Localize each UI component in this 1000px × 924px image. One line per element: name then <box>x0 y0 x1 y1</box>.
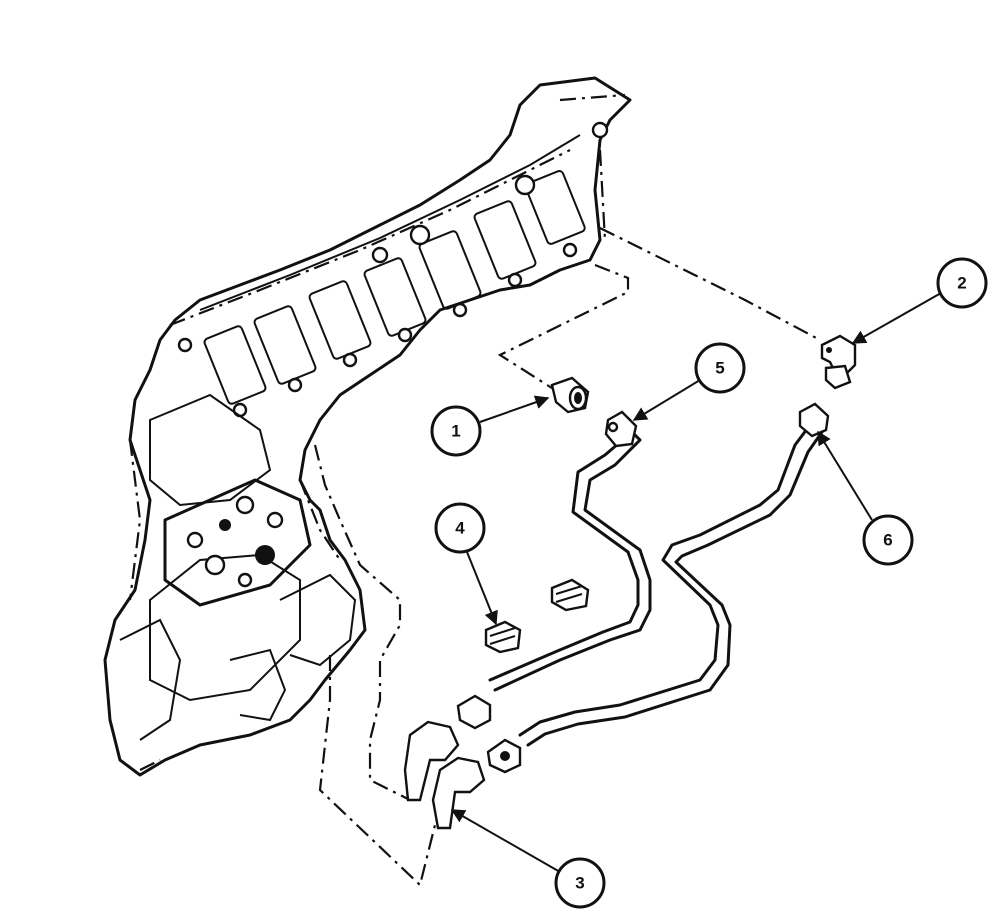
adapter-fitting-1 <box>550 376 590 414</box>
callout-1: 1 <box>430 395 550 457</box>
callout-5-label: 5 <box>715 359 724 378</box>
callout-3-label: 3 <box>575 874 584 893</box>
elbow-fitting-2 <box>820 334 857 390</box>
callout-4-label: 4 <box>455 519 465 538</box>
engine-block <box>103 76 632 777</box>
elbow-fitting-3 <box>403 720 486 830</box>
callout-2-label: 2 <box>957 274 966 293</box>
tube-assembly-6 <box>518 402 830 747</box>
callout-6-label: 6 <box>883 531 892 550</box>
callout-1-label: 1 <box>451 422 460 441</box>
callout-6: 6 <box>817 430 914 566</box>
callout-2: 2 <box>851 257 988 344</box>
callout-5: 5 <box>632 342 746 421</box>
clamp-4 <box>484 578 590 654</box>
tube-assembly-5 <box>488 410 652 692</box>
tube-nuts-lower <box>456 694 522 774</box>
callout-3: 3 <box>450 809 606 909</box>
assembly-centerlines <box>313 227 821 888</box>
callout-4: 4 <box>434 502 498 626</box>
